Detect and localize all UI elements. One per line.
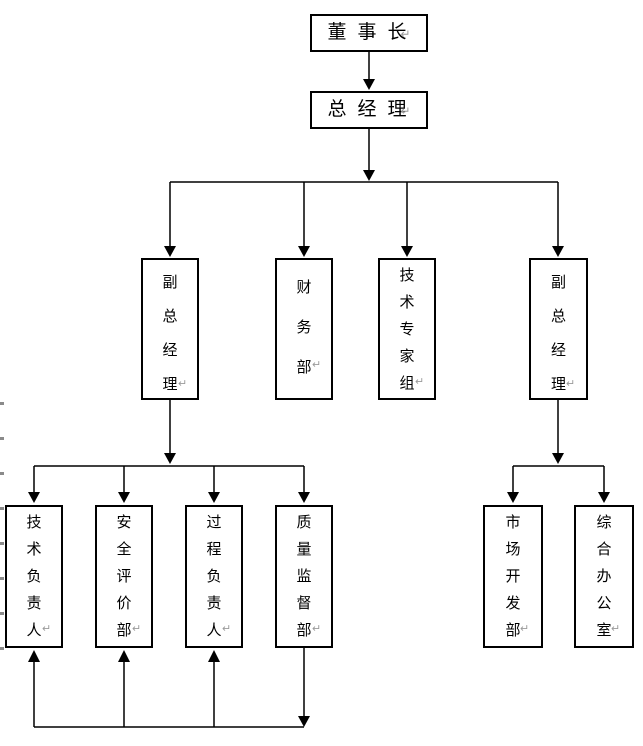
node-expert-group[interactable]: 技术专家组 ↵: [378, 258, 436, 400]
clipped-left-mark: [0, 612, 4, 615]
node-process-leader-label: 过程负责人: [206, 515, 222, 639]
node-tech-leader[interactable]: 技术负责人 ↵: [5, 505, 63, 648]
edge-chairman-gm: [363, 52, 375, 90]
node-chairman[interactable]: 董事长↵: [310, 14, 428, 52]
paragraph-mark-icon: ↵: [132, 623, 142, 635]
node-finance-dept-label: 财务部: [296, 280, 312, 376]
paragraph-mark-icon: ↵: [400, 27, 411, 41]
paragraph-mark-icon: ↵: [178, 378, 188, 390]
node-market-dept[interactable]: 市场开发部 ↵: [483, 505, 543, 648]
node-admin-office-label: 综合办公室: [596, 515, 612, 639]
node-deputy-gm-left-label: 副总经理: [162, 275, 178, 393]
clipped-left-mark: [0, 402, 4, 405]
edge-deputy-right-children: [507, 400, 610, 503]
paragraph-mark-icon: ↵: [222, 623, 232, 635]
node-general-manager-label: 总经理: [327, 99, 418, 120]
node-finance-dept[interactable]: 财务部 ↵: [275, 258, 333, 400]
clipped-left-mark: [0, 472, 4, 475]
clipped-left-mark: [0, 647, 4, 650]
node-chairman-label: 董事长: [327, 22, 418, 43]
clipped-left-mark: [0, 437, 4, 440]
paragraph-mark-icon: ↵: [415, 376, 425, 388]
node-admin-office[interactable]: 综合办公室 ↵: [574, 505, 634, 648]
edge-deputy-left-children: [28, 400, 310, 503]
node-deputy-gm-right-label: 副总经理: [550, 275, 566, 393]
node-tech-leader-label: 技术负责人: [26, 515, 42, 639]
node-safety-eval-dept-label: 安全评价部: [116, 515, 132, 639]
clipped-left-mark: [0, 577, 4, 580]
node-quality-dept-label: 质量监督部: [296, 515, 312, 639]
node-expert-group-label: 技术专家组: [399, 268, 415, 392]
paragraph-mark-icon: ↵: [520, 623, 530, 635]
paragraph-mark-icon: ↵: [400, 104, 411, 118]
paragraph-mark-icon: ↵: [312, 359, 322, 371]
edge-gm-tier2: [164, 129, 564, 257]
node-deputy-gm-left[interactable]: 副总经理 ↵: [141, 258, 199, 400]
node-quality-dept[interactable]: 质量监督部 ↵: [275, 505, 333, 648]
paragraph-mark-icon: ↵: [611, 623, 621, 635]
clipped-left-mark: [0, 542, 4, 545]
paragraph-mark-icon: ↵: [566, 378, 576, 390]
paragraph-mark-icon: ↵: [312, 623, 322, 635]
node-market-dept-label: 市场开发部: [505, 515, 521, 639]
node-deputy-gm-right[interactable]: 副总经理 ↵: [529, 258, 588, 400]
clipped-left-mark: [0, 507, 4, 510]
node-safety-eval-dept[interactable]: 安全评价部 ↵: [95, 505, 153, 648]
node-process-leader[interactable]: 过程负责人 ↵: [185, 505, 243, 648]
edge-quality-feedback: [28, 648, 310, 728]
paragraph-mark-icon: ↵: [42, 623, 52, 635]
node-general-manager[interactable]: 总经理↵: [310, 91, 428, 129]
